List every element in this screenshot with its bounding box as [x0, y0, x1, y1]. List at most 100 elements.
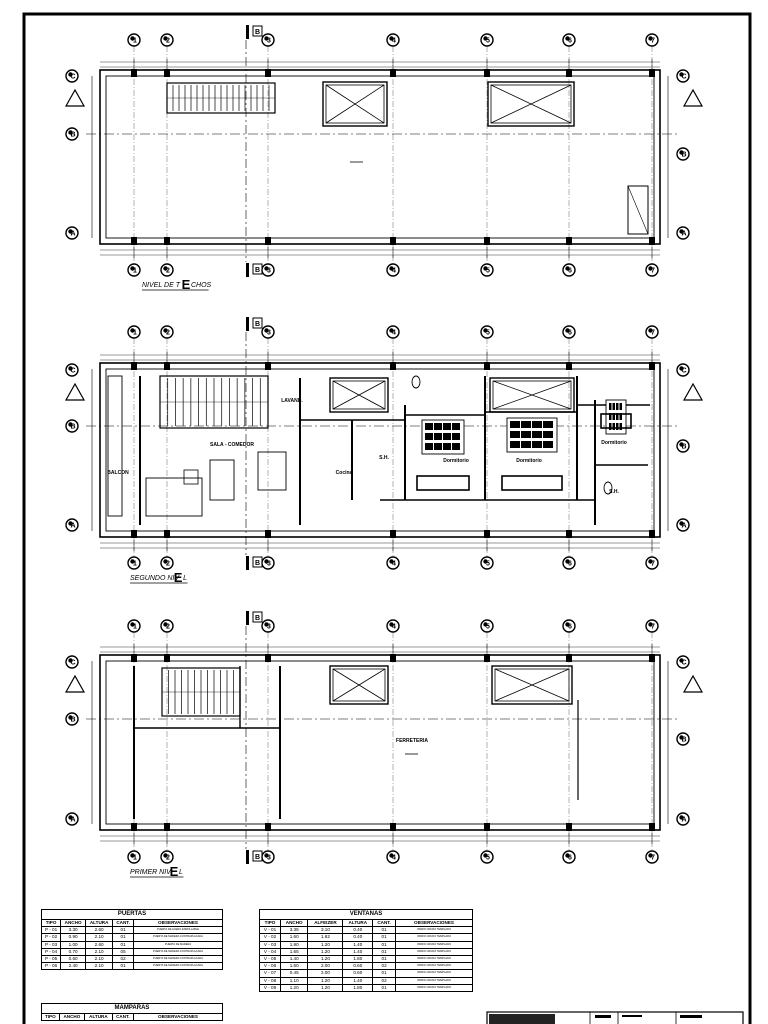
ventanas-cell: V - 09	[258, 983, 282, 993]
grid-bubble-7-label: 7	[651, 624, 655, 631]
level-title-end: L	[183, 575, 187, 582]
grid-bubble-B: B	[676, 147, 690, 161]
ventanas-cell: 1.20	[307, 955, 344, 964]
grid-bubble-4-label: 4	[392, 624, 396, 631]
grid-bubble-1: 1	[127, 33, 141, 47]
ventanas-cell: 1.20	[307, 976, 344, 985]
puertas-cell: 01	[112, 926, 134, 935]
grid-bubble-7-label: 7	[651, 855, 655, 862]
grid-bubble-3: 3	[261, 325, 275, 339]
bed-icon	[600, 399, 632, 435]
level-title-mark: E	[182, 277, 191, 292]
puertas-cell: P - 04	[40, 947, 62, 957]
grid-bubble-B-label: B	[70, 424, 75, 431]
puertas-cell: 2.10	[85, 947, 114, 957]
grid-bubble-A: A	[676, 518, 690, 532]
grid-bubble-4-label: 4	[392, 38, 396, 45]
grid-bubble-5: 5	[480, 263, 494, 277]
grid-bubble-2: 2	[160, 619, 174, 633]
grid-bubble-4-label: 4	[392, 330, 396, 337]
ventanas-cell: 01	[372, 955, 396, 964]
grid-bubble-5-label: 5	[486, 855, 490, 862]
puertas-cell: P - 05	[40, 955, 62, 964]
section-marker-label: B	[255, 321, 260, 328]
second-void-1	[329, 377, 389, 413]
grid-bubble-7: 7	[645, 325, 659, 339]
grid-bubble-2: 2	[160, 556, 174, 570]
ventanas-cell: VIDRIO CRUDO TEMPLADO	[395, 933, 473, 942]
grid-bubble-3-label: 3	[267, 330, 271, 337]
toilet-icon	[603, 481, 613, 495]
grid-bubble-7: 7	[645, 850, 659, 864]
grid-bubble-B-label: B	[681, 444, 686, 451]
grid-bubble-2: 2	[160, 263, 174, 277]
room-label: SALA - COMEDOR	[210, 442, 254, 448]
first-stair	[161, 667, 241, 717]
grid-bubble-4: 4	[386, 619, 400, 633]
puertas-table: PUERTAS TIPO ANCHO ALTURA CANT. OBSERVAC…	[40, 909, 223, 971]
ventanas-cell: V - 03	[258, 940, 282, 949]
grid-bubble-6-label: 6	[568, 561, 572, 568]
grid-bubble-1: 1	[127, 619, 141, 633]
grid-bubble-7: 7	[645, 556, 659, 570]
grid-bubble-A: A	[65, 518, 79, 532]
ventanas-cell: 01	[372, 969, 396, 978]
ventanas-cell: 1.40	[280, 955, 309, 964]
ventanas-cell: 1.80	[342, 983, 374, 993]
grid-bubble-C: C	[65, 655, 79, 669]
mamparas-header-ancho: ANCHO	[58, 1012, 86, 1022]
grid-bubble-A-label: A	[681, 231, 686, 238]
ventanas-cell: 1.40	[342, 940, 374, 949]
ventanas-cell: 02	[372, 962, 396, 971]
ventanas-cell: VIDRIO CRUDO TEMPLADO	[395, 955, 473, 964]
puertas-cell: 2.40	[60, 962, 87, 971]
puertas-cell: PUERTA DE ACERO ENROLLABLE	[133, 926, 223, 935]
room-label: FERRETERIA	[396, 738, 428, 744]
puertas-header-observaciones: OBSERVACIONES	[133, 918, 223, 928]
grid-bubble-1-label: 1	[133, 330, 137, 337]
bed-icon	[501, 417, 563, 491]
ventanas-cell: 1.80	[342, 955, 374, 964]
grid-bubble-7-label: 7	[651, 330, 655, 337]
grid-bubble-A-label: A	[70, 231, 75, 238]
ventanas-header-cant: CANT.	[372, 918, 396, 928]
grid-bubble-2-label: 2	[166, 855, 170, 862]
mamparas-header-observaciones: OBSERVACIONES	[133, 1012, 223, 1022]
section-marker: B	[246, 611, 263, 625]
grid-bubble-C-label: C	[681, 74, 686, 81]
ventanas-cell: 02	[372, 976, 396, 985]
ventanas-cell: 1.40	[342, 947, 374, 957]
puertas-cell: 0.70	[60, 947, 87, 957]
room-label: LAVAND.	[281, 398, 303, 404]
first-void-2	[491, 665, 573, 705]
ventanas-cell: 3.35	[280, 926, 309, 935]
room-label: S.H.	[609, 489, 619, 495]
level-title-mark: E	[170, 864, 179, 879]
grid-bubble-4-label: 4	[392, 561, 396, 568]
puertas-title: PUERTAS	[41, 909, 223, 920]
second-void-2	[489, 377, 575, 413]
puertas-cell: 0.90	[60, 933, 87, 942]
ventanas-cell: V - 08	[258, 976, 282, 985]
grid-bubble-6: 6	[562, 556, 576, 570]
puertas-header-cant: CANT.	[112, 918, 134, 928]
grid-bubble-2-label: 2	[166, 268, 170, 275]
room-label: Dormitorio	[601, 440, 627, 446]
puertas-cell: 01	[112, 962, 134, 971]
ventanas-cell: VIDRIO CRUDO TEMPLADO	[395, 962, 473, 971]
grid-bubble-A-label: A	[681, 523, 686, 530]
ventanas-cell: V - 02	[258, 933, 282, 942]
ventanas-cell: 1.60	[280, 933, 309, 942]
puertas-cell: 0.60	[60, 955, 87, 964]
puertas-cell: PUERTA DE MADERA CONTRAPLACADA	[133, 955, 223, 964]
section-marker-label: B	[255, 29, 260, 36]
level-title-mark: E	[174, 570, 183, 585]
ventanas-cell: 2.00	[307, 962, 344, 971]
